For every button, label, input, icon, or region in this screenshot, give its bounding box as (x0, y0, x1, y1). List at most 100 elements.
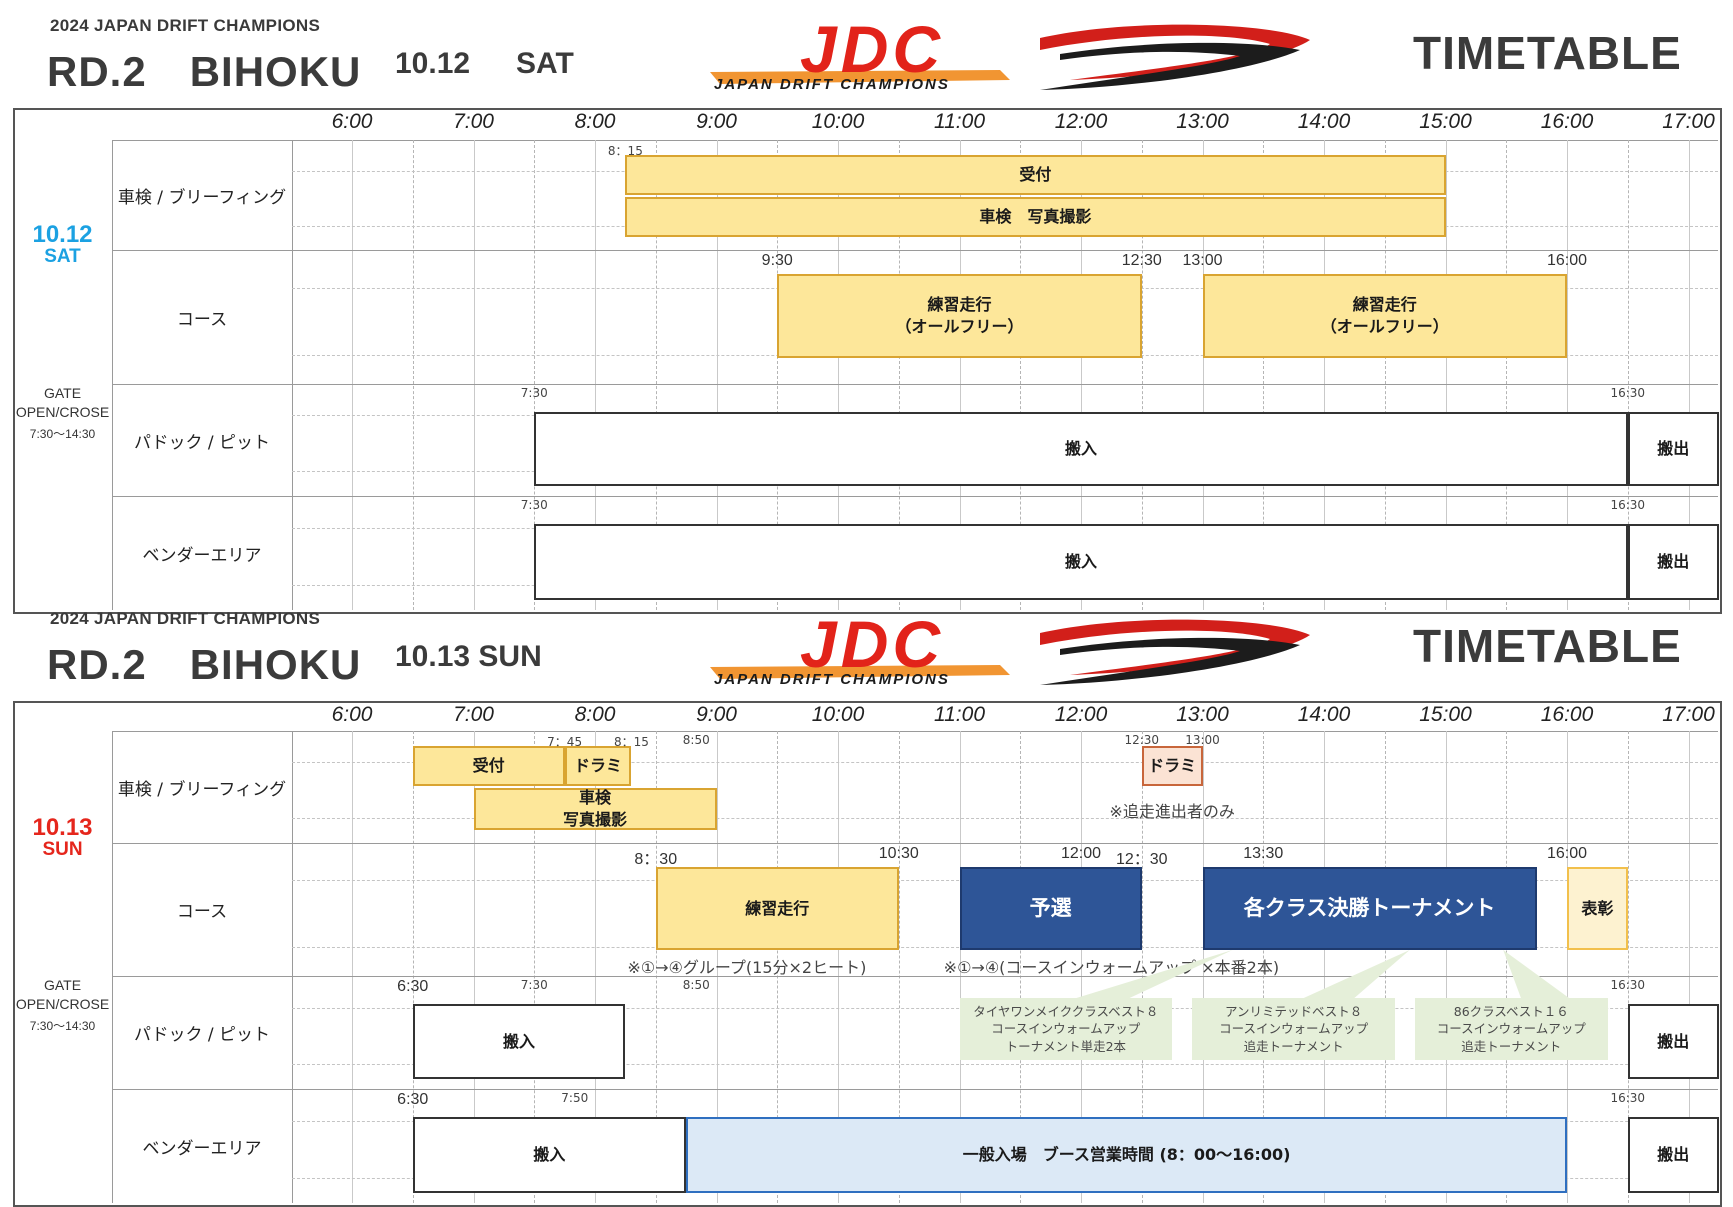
grid-line (1384, 140, 1386, 610)
hour-label: 8:00 (574, 110, 616, 133)
header-date: 10.12 (395, 47, 471, 80)
row-guide (292, 1064, 1718, 1066)
row-label: 車検 / ブリーフィング (117, 187, 287, 208)
row-label: コース (176, 309, 228, 330)
grid-line (473, 731, 475, 1203)
grid-line (655, 140, 657, 610)
schedule-block: ドラミ (1141, 746, 1203, 786)
schedule-block: 受付 (412, 746, 565, 786)
schedule-block: 練習走行 (655, 867, 899, 950)
hour-label: 16:00 (1540, 110, 1594, 133)
grid-line (1506, 140, 1508, 610)
column-divider (112, 140, 113, 610)
column-divider (112, 731, 113, 1203)
grid-line (898, 731, 900, 1203)
day-weekday: SUN (42, 839, 83, 861)
row-label: パドック / ピット (133, 432, 271, 453)
hour-label: 15:00 (1419, 110, 1472, 133)
grid-line (1202, 140, 1204, 610)
grid-line (1445, 731, 1447, 1203)
gate-line2: OPEN/CROSE (15, 403, 110, 420)
row-label: 車検 / ブリーフィング (117, 779, 287, 800)
schedule-block: 予選 (959, 867, 1142, 950)
grid-line (534, 140, 536, 610)
time-mark: 12:00 (1060, 845, 1102, 862)
logo-swoosh-icon (710, 24, 1310, 90)
grid-line (1445, 140, 1447, 610)
time-mark: 7:30 (520, 386, 548, 400)
schedule-block: 一般入場 ブース営業時間 (8：00～16:00) (686, 1117, 1567, 1193)
time-mark: 7:50 (561, 1091, 589, 1105)
callout-box: タイヤワンメイククラスベスト８ コースインウォームアップ トーナメント単走2本 (959, 998, 1173, 1060)
hour-label: 10:00 (811, 110, 865, 133)
grid-line (1627, 140, 1629, 610)
grid-line (534, 731, 536, 1203)
grid-line (595, 731, 596, 1203)
schedule-block: 搬入 (412, 1117, 687, 1193)
grid-line (838, 731, 839, 1203)
schedule-block: 練習走行 （オールフリー） (1202, 274, 1567, 358)
grid-line (1263, 140, 1265, 610)
row-guide (292, 762, 1718, 764)
grid-line (777, 731, 779, 1203)
schedule-block: 搬出 (1627, 412, 1719, 486)
column-divider (292, 731, 293, 1203)
schedule-block: 搬入 (534, 524, 1628, 600)
time-mark: 8:50 (682, 733, 710, 747)
hour-label: 9:00 (696, 703, 737, 726)
time-mark: 12:30 (1124, 733, 1160, 747)
schedule-block: 搬入 (534, 412, 1628, 486)
time-mark: 8:50 (682, 978, 710, 992)
grid-line (1627, 731, 1629, 1203)
schedule-block: 搬出 (1627, 524, 1719, 600)
hour-label: 10:00 (811, 703, 865, 726)
time-mark: 7:30 (520, 498, 548, 512)
header-date: 10.13 SUN (395, 640, 542, 673)
time-mark: 13:00 (1182, 252, 1223, 269)
timetable-title: TIMETABLE (1413, 27, 1682, 79)
gate-line2: OPEN/CROSE (15, 995, 110, 1012)
schedule-block: 車検 写真撮影 (625, 197, 1446, 237)
hour-label: 13:00 (1176, 703, 1229, 726)
hour-label: 11:00 (934, 110, 985, 133)
schedule-block: ドラミ (564, 746, 632, 786)
grid-line (473, 140, 475, 610)
column-divider (292, 140, 293, 610)
schedule-block: 表彰 (1567, 867, 1628, 950)
grid-line (1688, 731, 1690, 1203)
hour-label: 17:00 (1662, 703, 1715, 726)
header-divider (112, 731, 1718, 732)
hour-label: 13:00 (1176, 110, 1229, 133)
callout-box: アンリミテッドベスト８ コースインウォームアップ 追走トーナメント (1192, 998, 1395, 1060)
gate-line1: GATE (43, 385, 82, 401)
grid-line (716, 140, 718, 610)
grid-line (412, 731, 414, 1203)
schedule-block: 搬出 (1627, 1117, 1719, 1193)
hour-label: 16:00 (1540, 703, 1594, 726)
time-mark: 8：15 (613, 735, 649, 749)
time-mark: 16:00 (1546, 845, 1588, 862)
time-mark: 16:00 (1546, 252, 1588, 269)
hour-label: 9:00 (696, 110, 737, 133)
grid-line (1263, 731, 1265, 1203)
grid-line (595, 140, 596, 610)
schedule-block: 搬入 (412, 1004, 626, 1079)
row-guide (292, 818, 1718, 820)
row-label: コース (176, 902, 228, 922)
time-mark: 13:30 (1243, 845, 1284, 862)
grid-line (838, 140, 839, 610)
time-mark: 16:30 (1610, 1091, 1646, 1105)
logo-subtext: JAPAN DRIFT CHAMPIONS (714, 671, 950, 688)
time-mark: 16:30 (1610, 498, 1646, 512)
grid-line (1020, 140, 1022, 610)
time-mark: 12:30 (1121, 252, 1162, 269)
row-divider (112, 976, 1718, 977)
schedule-block: 練習走行 （オールフリー） (777, 274, 1142, 358)
grid-line (1567, 140, 1568, 610)
hour-label: 12:00 (1054, 110, 1108, 133)
time-mark: 16:30 (1610, 978, 1646, 992)
schedule-block: 車検 写真撮影 (473, 788, 717, 830)
